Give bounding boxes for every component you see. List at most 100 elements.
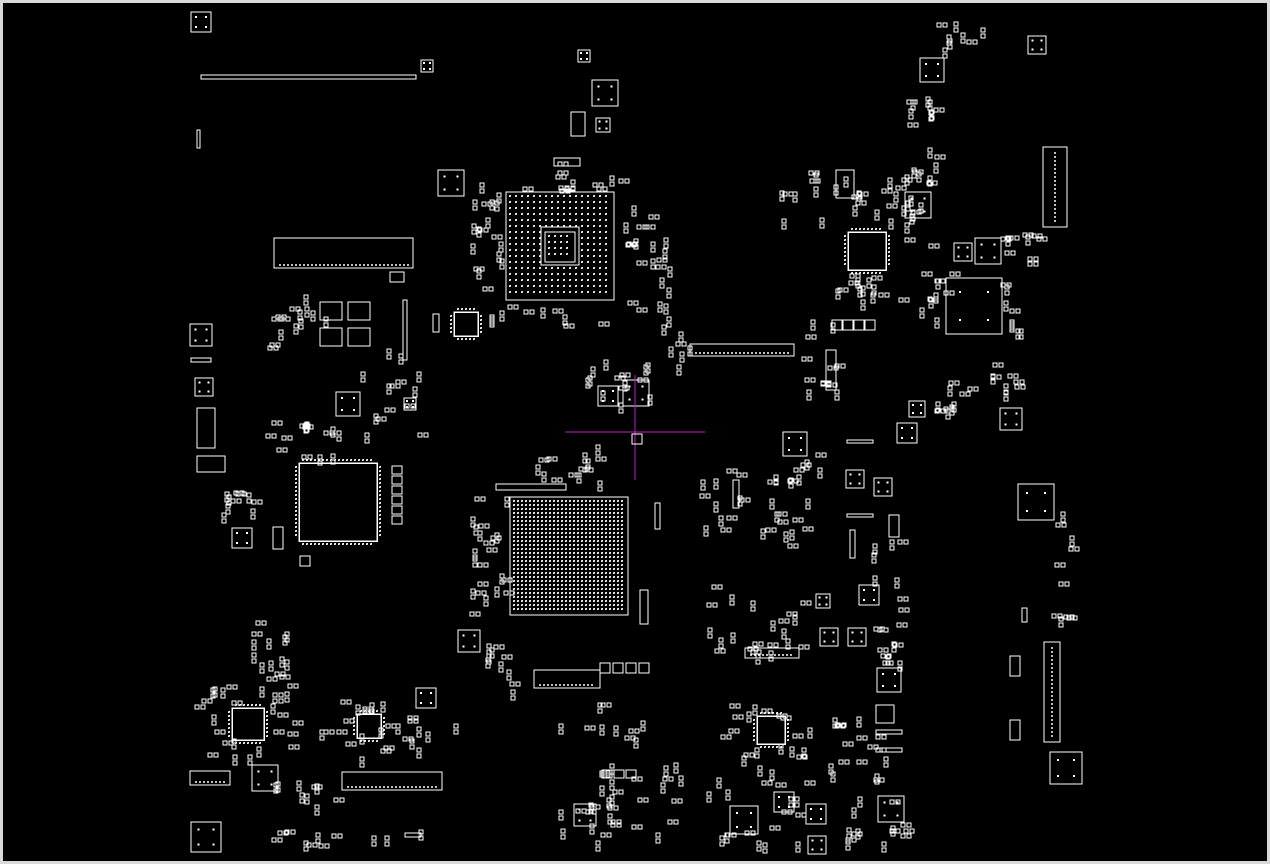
pcb-via[interactable] — [601, 564, 603, 566]
pcb-pad[interactable] — [806, 600, 812, 606]
pcb-pad[interactable] — [469, 611, 475, 617]
pcb-via[interactable] — [549, 596, 551, 598]
pcb-via[interactable] — [566, 235, 568, 237]
pcb-pad[interactable] — [483, 601, 489, 607]
pcb-pad[interactable] — [275, 781, 281, 787]
pcb-via[interactable] — [549, 580, 551, 582]
pcb-via[interactable] — [545, 524, 547, 526]
pcb-via[interactable] — [194, 25, 198, 29]
pcb-pad[interactable] — [926, 180, 932, 186]
pcb-pad[interactable] — [475, 611, 481, 617]
pcb-pad[interactable] — [785, 644, 791, 650]
pcb-pad[interactable] — [632, 241, 638, 247]
pcb-pad[interactable] — [804, 459, 810, 465]
pcb-via[interactable] — [557, 508, 559, 510]
pcb-pad[interactable] — [272, 692, 278, 698]
pcb-via[interactable] — [581, 564, 583, 566]
pcb-pad[interactable] — [273, 345, 279, 351]
pcb-via[interactable] — [557, 604, 559, 606]
pcb-pad[interactable] — [916, 177, 922, 183]
pcb-pad[interactable] — [475, 590, 481, 596]
pcb-pad[interactable] — [1000, 236, 1006, 242]
pcb-via[interactable] — [561, 524, 563, 526]
pcb-pad[interactable] — [793, 478, 799, 484]
pcb-via[interactable] — [610, 85, 613, 88]
pcb-via[interactable] — [537, 500, 539, 502]
pcb-pad[interactable] — [854, 280, 860, 286]
pcb-via[interactable] — [533, 225, 535, 227]
pcb-via[interactable] — [537, 548, 539, 550]
pcb-via[interactable] — [597, 520, 599, 522]
pcb-via[interactable] — [605, 504, 607, 506]
pcb-via[interactable] — [621, 604, 623, 606]
pcb-pad[interactable] — [1069, 541, 1075, 547]
pcb-via[interactable] — [428, 61, 432, 65]
pcb-via[interactable] — [753, 727, 755, 729]
pcb-pad[interactable] — [599, 785, 605, 791]
pcb-via[interactable] — [599, 219, 601, 221]
pcb-pad[interactable] — [236, 498, 242, 504]
pcb-pad[interactable] — [949, 290, 955, 296]
pcb-pad[interactable] — [918, 208, 924, 214]
pcb-pad[interactable] — [862, 735, 868, 741]
pcb-via[interactable] — [549, 516, 551, 518]
pcb-pad[interactable] — [597, 480, 603, 486]
pcb-pad[interactable] — [795, 847, 801, 853]
pcb-via[interactable] — [569, 279, 571, 281]
pcb-via[interactable] — [541, 580, 543, 582]
pcb-via[interactable] — [593, 516, 595, 518]
pcb-via[interactable] — [515, 231, 517, 233]
pcb-via[interactable] — [597, 560, 599, 562]
pcb-via[interactable] — [509, 279, 511, 281]
pcb-via[interactable] — [509, 213, 511, 215]
pcb-via[interactable] — [613, 560, 615, 562]
pcb-pad[interactable] — [732, 468, 738, 474]
pcb-via[interactable] — [509, 261, 511, 263]
pcb-pad[interactable] — [718, 637, 724, 643]
pcb-pad[interactable] — [779, 190, 785, 196]
pcb-via[interactable] — [593, 285, 595, 287]
pcb-pad[interactable] — [897, 666, 903, 672]
pcb-via[interactable] — [541, 592, 543, 594]
pad-row[interactable] — [495, 483, 567, 491]
pcb-pad[interactable] — [852, 205, 858, 211]
pcb-pad[interactable] — [296, 780, 302, 786]
pcb-via[interactable] — [513, 560, 515, 562]
pcb-via[interactable] — [888, 235, 890, 237]
pcb-pad[interactable] — [282, 447, 288, 453]
pcb-pad[interactable] — [261, 620, 267, 626]
pcb-via[interactable] — [480, 315, 482, 317]
pcb-via[interactable] — [319, 264, 321, 266]
pcb-component[interactable] — [597, 385, 619, 407]
pcb-pad[interactable] — [679, 351, 685, 357]
pcb-via[interactable] — [589, 572, 591, 574]
pcb-via[interactable] — [537, 524, 539, 526]
pcb-via[interactable] — [743, 352, 745, 354]
pcb-pad[interactable] — [713, 484, 719, 490]
pcb-via[interactable] — [563, 195, 565, 197]
pcb-pad[interactable] — [507, 304, 513, 310]
pcb-via[interactable] — [551, 267, 553, 269]
pcb-via[interactable] — [387, 264, 389, 266]
pcb-pad[interactable] — [852, 211, 858, 217]
pcb-via[interactable] — [513, 568, 515, 570]
pcb-via[interactable] — [545, 608, 547, 610]
pcb-via[interactable] — [871, 272, 873, 274]
pcb-via[interactable] — [525, 604, 527, 606]
pcb-pad[interactable] — [849, 273, 855, 279]
pcb-via[interactable] — [561, 560, 563, 562]
pcb-via[interactable] — [844, 247, 846, 249]
pcb-via[interactable] — [539, 207, 541, 209]
pcb-via[interactable] — [581, 213, 583, 215]
pcb-pad[interactable] — [928, 110, 934, 116]
pcb-via[interactable] — [549, 528, 551, 530]
pcb-pad[interactable] — [802, 754, 808, 760]
pcb-pad[interactable] — [874, 215, 880, 221]
pcb-pad[interactable] — [848, 741, 854, 747]
pcb-via[interactable] — [1051, 695, 1053, 697]
pcb-pad[interactable] — [603, 359, 609, 365]
pcb-via[interactable] — [295, 534, 297, 536]
pcb-via[interactable] — [577, 516, 579, 518]
pcb-pad[interactable] — [339, 797, 345, 803]
